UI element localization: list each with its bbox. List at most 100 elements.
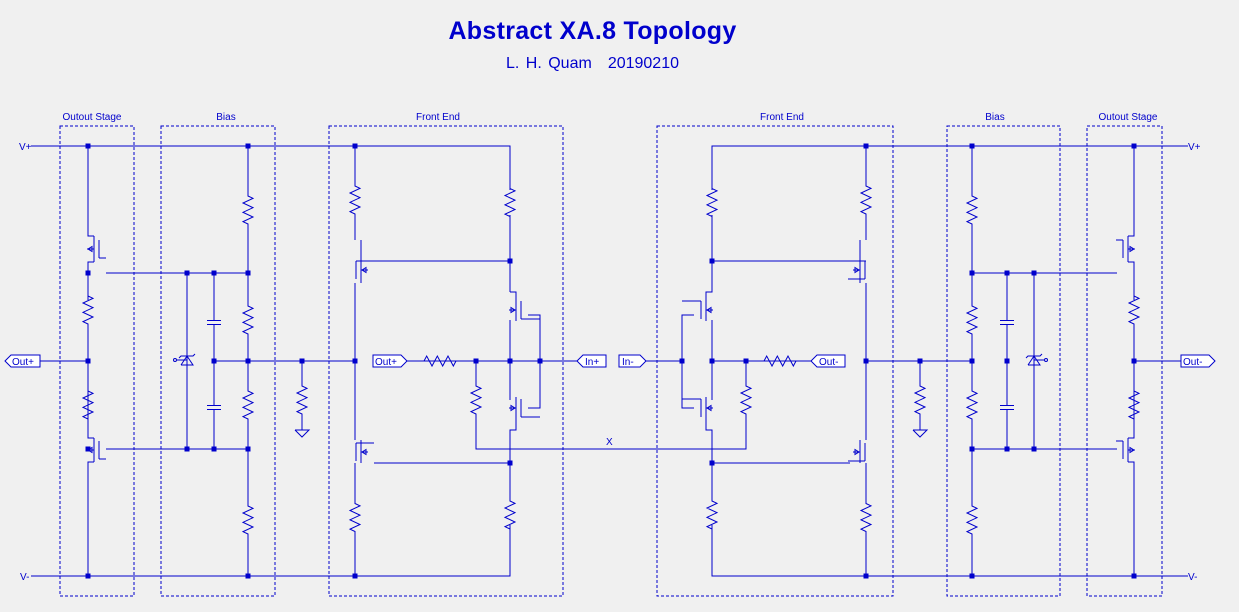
svg-text:Out+: Out+: [12, 357, 34, 368]
resistor: [503, 187, 517, 218]
capacitor: [207, 395, 221, 420]
vminus-right-label: V-: [1188, 572, 1197, 583]
mosfet-arrow: [1129, 446, 1135, 454]
resistor-body: [295, 380, 309, 420]
junctions: [85, 143, 1137, 579]
mosfet-arrow: [854, 266, 860, 274]
junction-dot: [1131, 573, 1137, 579]
resistor-body: [241, 390, 255, 420]
resistor-body: [241, 300, 255, 340]
ground-triangle: [294, 429, 311, 438]
resistor: [241, 195, 255, 225]
bias-right-box: [946, 125, 1061, 597]
wire: [475, 420, 747, 450]
resistor-body: [1127, 385, 1141, 425]
wire: [711, 145, 1188, 190]
junction-dot: [245, 573, 251, 579]
vplus-right-label: V+: [1188, 142, 1201, 153]
wire: [711, 215, 866, 262]
output-stage-right-label: Outout Stage: [1099, 112, 1158, 123]
resistor-body: [965, 300, 979, 340]
output-stage-left-box: [59, 125, 135, 597]
junction-dot: [85, 270, 91, 276]
junction-dot: [1131, 358, 1137, 364]
junction-dot: [184, 270, 190, 276]
mosfet: [1116, 439, 1135, 461]
capacitor: [1000, 395, 1014, 420]
junction-dot: [245, 358, 251, 364]
junction-dot: [709, 460, 715, 466]
resistor-body: [420, 354, 460, 368]
junction-dot: [1031, 270, 1037, 276]
junction-dot: [85, 358, 91, 364]
junction-dot: [969, 358, 975, 364]
resistor-body: [81, 385, 95, 425]
bias-right-label: Bias: [985, 112, 1004, 123]
wire: [87, 425, 94, 439]
junction-dot: [85, 143, 91, 149]
junction-dot: [245, 270, 251, 276]
resistor-body: [705, 187, 719, 218]
resistor-body: [503, 500, 517, 530]
junction-dot: [863, 143, 869, 149]
junction-dot: [743, 358, 749, 364]
svg-text:Out-: Out-: [1183, 357, 1202, 368]
out-plus-left-port: Out+: [4, 354, 41, 368]
resistor: [965, 195, 979, 225]
svg-text:In-: In-: [622, 357, 634, 368]
junction-dot: [352, 358, 358, 364]
junction-dot: [1004, 446, 1010, 452]
ground-symbol: [294, 420, 311, 438]
resistor: [420, 354, 460, 368]
wire: [1128, 261, 1135, 300]
out-plus-frontend-port: Out+: [372, 354, 408, 368]
resistor-body: [859, 185, 873, 215]
wire: [1128, 461, 1135, 576]
junction-dot: [1004, 270, 1010, 276]
front-end-left-label: Front End: [416, 112, 460, 123]
junction-dot: [537, 358, 543, 364]
front-end-right-label: Front End: [760, 112, 804, 123]
resistor: [965, 390, 979, 420]
resistor-body: [913, 380, 927, 420]
resistor-body: [965, 195, 979, 225]
wire: [31, 145, 511, 190]
mosfet-arrow: [854, 448, 860, 456]
resistor-body: [739, 380, 753, 420]
junction-dot: [679, 358, 685, 364]
junction-dot: [1131, 143, 1137, 149]
junction-dot: [245, 143, 251, 149]
junction-dot: [352, 143, 358, 149]
zener-bar: [178, 353, 196, 359]
wire: [705, 400, 713, 500]
wire: [711, 525, 1188, 577]
resistor: [739, 380, 753, 420]
zener-diode: [173, 340, 196, 380]
junction-dot: [863, 358, 869, 364]
resistor: [859, 500, 873, 535]
junction-dot: [507, 258, 513, 264]
junction-dot: [507, 358, 513, 364]
junction-dot: [85, 573, 91, 579]
junction-dot: [969, 270, 975, 276]
out-minus-frontend-port: Out-: [810, 354, 846, 368]
date: 20190210: [607, 55, 679, 72]
junction-dot: [507, 460, 513, 466]
resistor-body: [965, 500, 979, 540]
resistor-body: [965, 390, 979, 420]
junction-dot: [299, 358, 305, 364]
wire: [87, 261, 94, 300]
resistor: [348, 500, 362, 535]
resistor: [241, 390, 255, 420]
resistor: [241, 300, 255, 340]
junction-dot: [85, 446, 91, 452]
resistor: [965, 500, 979, 540]
wire: [1128, 146, 1135, 237]
wire: [510, 291, 517, 320]
zener-bar: [1025, 353, 1043, 359]
junction-dot: [863, 573, 869, 579]
junction-dot: [211, 446, 217, 452]
junction-dot: [1031, 446, 1037, 452]
resistor: [760, 354, 800, 368]
